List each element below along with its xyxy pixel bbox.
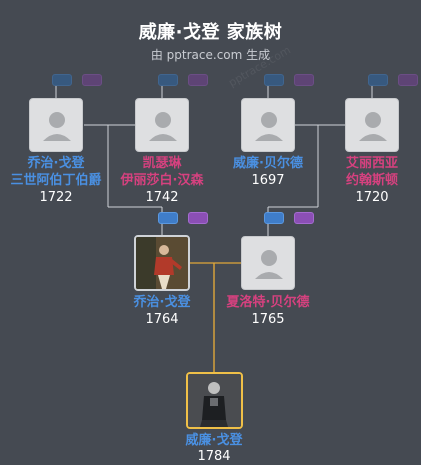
- person-card-george-gordon[interactable]: [134, 235, 190, 291]
- avatar-placeholder-icon: [255, 250, 283, 279]
- birth-year: 1764: [145, 312, 179, 327]
- expand-mother-button[interactable]: [294, 212, 314, 224]
- person-name: 威廉·戈登: [185, 433, 243, 448]
- person-card-george-gordon-3rd-earl[interactable]: [29, 98, 83, 152]
- expand-mother-button[interactable]: [188, 212, 208, 224]
- person-name-line2: 伊丽莎白·汉森: [120, 173, 204, 188]
- person-card-william-baird[interactable]: [241, 98, 295, 152]
- expand-mother-button[interactable]: [294, 74, 314, 86]
- birth-year: 1742: [145, 190, 179, 205]
- expand-mother-button[interactable]: [398, 74, 418, 86]
- birth-year: 1784: [197, 449, 231, 464]
- expand-mother-button[interactable]: [82, 74, 102, 86]
- person-name-line2: 约翰斯顿: [345, 173, 398, 188]
- person-name: 乔治·戈登: [27, 156, 85, 171]
- person-card-catherine-hanson[interactable]: [135, 98, 189, 152]
- avatar-placeholder-icon: [149, 112, 177, 141]
- expand-father-button[interactable]: [368, 74, 388, 86]
- person-name: 夏洛特·贝尔德: [226, 295, 310, 310]
- person-card-alicia-johnston[interactable]: [345, 98, 399, 152]
- expand-father-button[interactable]: [52, 74, 72, 86]
- birth-year: 1697: [251, 173, 285, 188]
- avatar-placeholder-icon: [255, 112, 283, 141]
- expand-father-button[interactable]: [264, 74, 284, 86]
- expand-father-button[interactable]: [158, 74, 178, 86]
- person-name: 凯瑟琳: [142, 156, 182, 171]
- portrait-image: [136, 237, 188, 289]
- page-subtitle: 由 pptrace.com 生成: [150, 48, 271, 62]
- birth-year: 1720: [355, 190, 389, 205]
- person-title: 三世阿伯丁伯爵: [10, 173, 102, 188]
- expand-mother-button[interactable]: [188, 74, 208, 86]
- person-name: 艾丽西亚: [345, 156, 398, 171]
- expand-father-button[interactable]: [264, 212, 284, 224]
- person-card-william-gordon-focus[interactable]: [186, 372, 243, 429]
- portrait-image: [188, 374, 241, 427]
- expand-father-button[interactable]: [158, 212, 178, 224]
- birth-year: 1722: [39, 190, 73, 205]
- person-card-charlotte-baird[interactable]: [241, 236, 295, 290]
- birth-year: 1765: [251, 312, 285, 327]
- page-title: 威廉·戈登 家族树: [138, 22, 283, 43]
- person-name: 威廉·贝尔德: [233, 156, 303, 171]
- avatar-placeholder-icon: [359, 112, 387, 141]
- person-name: 乔治·戈登: [133, 295, 191, 310]
- avatar-placeholder-icon: [43, 112, 71, 141]
